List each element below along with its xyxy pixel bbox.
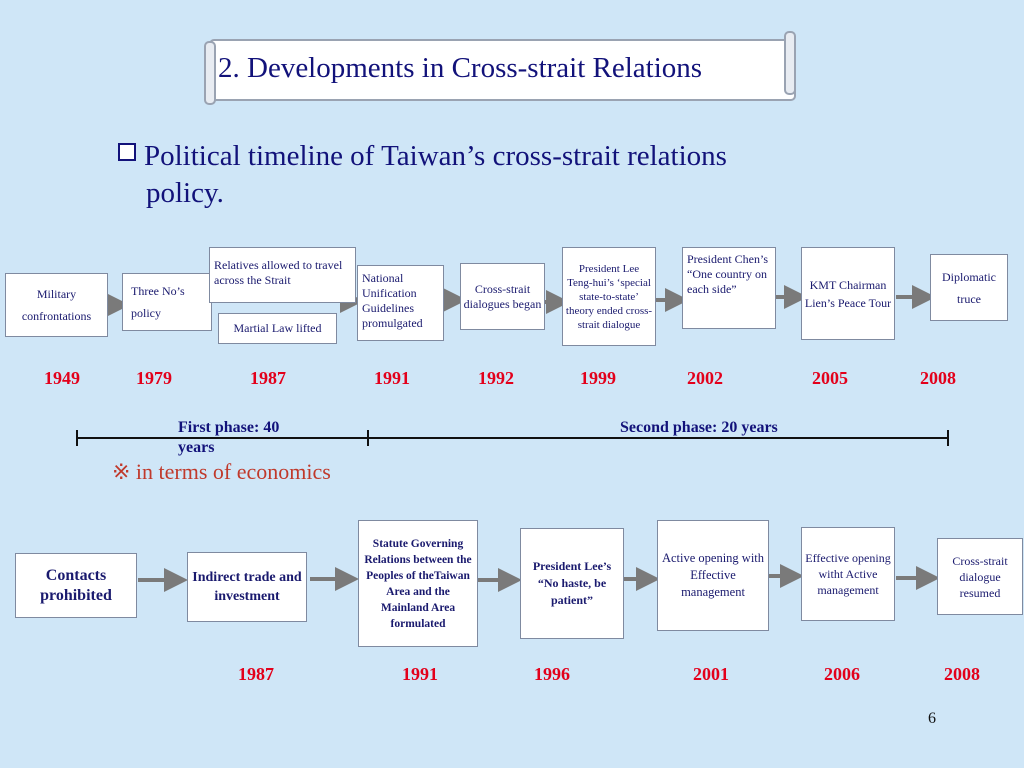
economics-heading: ※ in terms of economics: [112, 459, 331, 484]
political-year: 1992: [478, 368, 514, 388]
event-diplomatic-truce: Diplomatic truce: [930, 254, 1008, 321]
political-year: 2008: [920, 368, 956, 388]
economics-year: 2001: [693, 664, 729, 684]
event-one-country-each-side: President Chen’s “One country on each si…: [682, 247, 776, 329]
economics-arrows: [138, 564, 940, 592]
subtitle-line-1: Political timeline of Taiwan’s cross-str…: [144, 140, 727, 172]
political-year: 1949: [44, 368, 80, 388]
page-number: 6: [928, 710, 936, 727]
event-unification-guidelines: National Unification Guidelines promulga…: [357, 265, 444, 341]
first-phase-label: First phase: 40 years: [178, 419, 280, 456]
event-military-confrontations: Military confrontations: [5, 273, 108, 337]
slide-title: 2. Developments in Cross-strait Relation…: [218, 52, 703, 84]
econ-statute-governing-relations: Statute Governing Relations between the …: [358, 520, 478, 647]
event-relatives-travel: Relatives allowed to travel across the S…: [209, 247, 356, 303]
political-year: 2002: [687, 368, 723, 388]
political-year: 1979: [136, 368, 172, 388]
event-special-state-theory: President Lee Teng-hui’s ‘special state-…: [562, 247, 656, 346]
political-year: 1987: [250, 368, 286, 388]
economics-year: 2008: [944, 664, 980, 684]
title-scroll: [204, 31, 796, 105]
econ-active-opening: Active opening with Effective management: [657, 520, 769, 631]
economics-year: 1987: [238, 664, 274, 684]
economics-year: 1996: [534, 664, 570, 684]
event-cross-strait-dialogues-began: Cross-strait dialogues began: [460, 263, 545, 330]
event-three-nos-policy: Three No’s policy: [122, 273, 212, 331]
econ-indirect-trade: Indirect trade and investment: [187, 552, 307, 622]
econ-contacts-prohibited: Contacts prohibited: [15, 553, 137, 618]
political-year: 2005: [812, 368, 848, 388]
checkbox-bullet-icon: [118, 143, 136, 161]
event-lien-peace-tour: KMT Chairman Lien’s Peace Tour: [801, 247, 895, 340]
economics-year: 2006: [824, 664, 860, 684]
subtitle-line-2: policy.: [146, 177, 224, 209]
econ-effective-opening: Effective opening witht Active managemen…: [801, 527, 895, 621]
political-year: 1991: [374, 368, 410, 388]
political-year: 1999: [580, 368, 616, 388]
event-martial-law-lifted: Martial Law lifted: [218, 313, 337, 344]
econ-no-haste-be-patient: President Lee’s “No haste, be patient”: [520, 528, 624, 639]
economics-year: 1991: [402, 664, 438, 684]
subtitle: Political timeline of Taiwan’s cross-str…: [118, 138, 878, 212]
second-phase-label: Second phase: 20 years: [620, 419, 778, 436]
phase-line: [76, 430, 949, 446]
econ-dialogue-resumed: Cross-strait dialogue resumed: [937, 538, 1023, 615]
